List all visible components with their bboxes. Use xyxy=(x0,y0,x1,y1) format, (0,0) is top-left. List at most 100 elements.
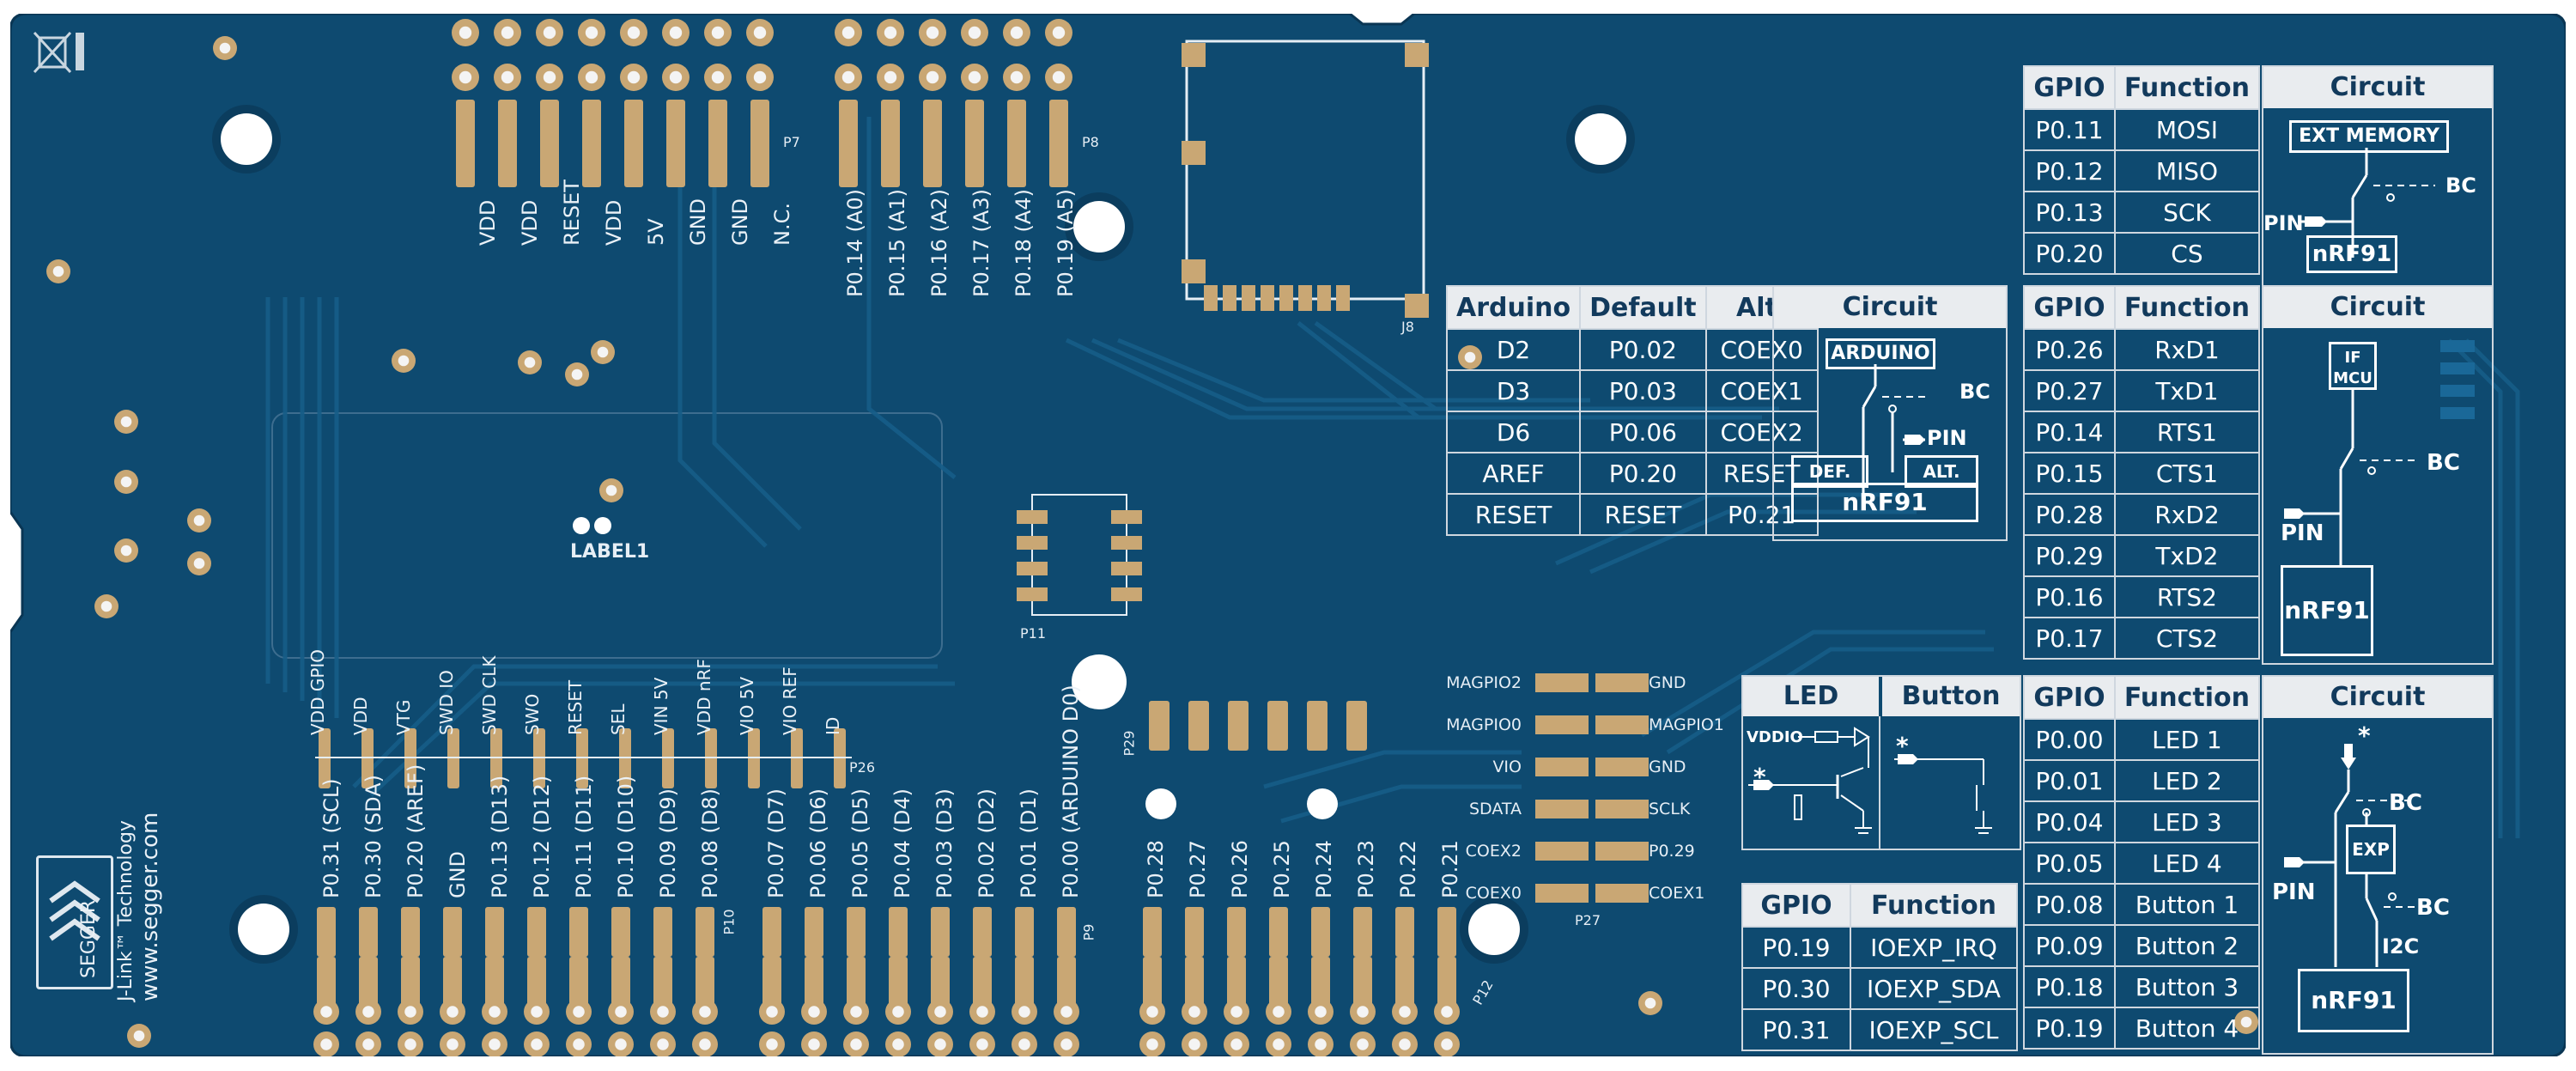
p9-smd xyxy=(1057,957,1076,1007)
p7-smd xyxy=(708,134,727,187)
p7-pin-hole xyxy=(543,26,556,40)
board-outline xyxy=(10,14,2566,1056)
p12-smd xyxy=(1395,907,1414,957)
pcb-trace xyxy=(677,117,768,548)
small-hole xyxy=(1145,788,1176,819)
p12-pin-hole xyxy=(1357,1006,1369,1018)
arduino-bc-label: BC xyxy=(1959,380,1990,404)
mounting-hole xyxy=(1073,201,1125,253)
p8-pin-label: P0.14 (A0) xyxy=(843,189,867,297)
spi-cell: P0.12 xyxy=(2023,149,2116,192)
p8-smd xyxy=(1049,134,1068,187)
p29-smd xyxy=(1149,701,1170,751)
p10-pin-label: GND xyxy=(446,850,470,898)
p9-pin-hole xyxy=(934,1038,946,1050)
p27-pad xyxy=(1535,800,1589,818)
arduino-cell: COEX0 xyxy=(1704,328,1819,371)
p9-pin-hole xyxy=(1060,1006,1072,1018)
pcb-trace xyxy=(1666,647,1994,755)
p9-pin-label: P0.07 (D7) xyxy=(764,788,788,898)
p26-pin-label: VTG xyxy=(393,699,414,735)
arduino-header-arduino: Arduino xyxy=(1445,285,1582,330)
p27-left-label: VIO xyxy=(1492,758,1522,776)
p12-smd xyxy=(1185,907,1204,957)
uart-function-header: Function xyxy=(2113,285,2261,330)
p10-smd xyxy=(317,957,336,1007)
p10-pin-label: P0.11 (D11) xyxy=(572,775,596,898)
led-circuit: Circuit * BC PIN EXP BC I2C nRF91 xyxy=(2262,675,2494,1055)
p12-smd xyxy=(1185,957,1204,1007)
p12-smd xyxy=(1227,957,1246,1007)
p26-pin-label: VDD GPIO xyxy=(307,648,328,735)
if-mcu-box: IF MCU xyxy=(2329,342,2377,390)
uart-pin-label: PIN xyxy=(2281,520,2324,546)
p12-pin-hole xyxy=(1146,1006,1158,1018)
p10-pin-hole xyxy=(320,1006,332,1018)
p12-pin-hole xyxy=(1230,1006,1242,1018)
p7-pin-hole xyxy=(669,26,683,40)
p7-pin-hole xyxy=(585,26,598,40)
led-vddio-label: VDDIO xyxy=(1747,728,1803,746)
leds-cell: Button 2 xyxy=(2113,924,2261,967)
p9-pin-hole xyxy=(808,1038,820,1050)
p27-pad xyxy=(1595,715,1649,734)
jlink-text: J-Link™ Technology xyxy=(115,820,137,1001)
p7-pin-hole xyxy=(753,26,767,40)
weee-bin-icon xyxy=(33,29,93,77)
p7-pin-label: 5V xyxy=(644,218,668,246)
p8-designator: P8 xyxy=(1082,134,1099,150)
p29-smd xyxy=(1307,701,1327,751)
spi-cell: SCK xyxy=(2113,191,2261,234)
p9-pin-label: P0.03 (D3) xyxy=(933,788,957,898)
uart-cell: P0.14 xyxy=(2023,411,2116,453)
arduino-cell: D6 xyxy=(1445,411,1582,453)
led-circuit-star: * xyxy=(2358,721,2371,750)
uart-cell: P0.15 xyxy=(2023,452,2116,495)
arduino-header-default: Default xyxy=(1579,285,1707,330)
p9-smd xyxy=(931,907,950,957)
leds-cell: P0.01 xyxy=(2023,759,2116,802)
uart-nrf91-box: nRF91 xyxy=(2281,565,2373,656)
p26-pin-label: VDD xyxy=(350,697,371,735)
p26-pin-label: SWD CLK xyxy=(479,655,500,735)
p26-pin-label: VDD nRF xyxy=(694,659,714,735)
arduino-cell: AREF xyxy=(1445,452,1582,495)
uart-cell: RxD2 xyxy=(2113,493,2261,536)
spi-nrf91-box: nRF91 xyxy=(2306,235,2397,273)
arduino-cell: P0.03 xyxy=(1579,369,1707,412)
mounting-hole xyxy=(1072,654,1127,709)
via-pad-hole xyxy=(193,514,205,526)
mounting-hole xyxy=(221,113,272,165)
p9-pin-hole xyxy=(1060,1038,1072,1050)
small-hole xyxy=(1307,788,1338,819)
p27-left-label: COEX2 xyxy=(1465,842,1522,861)
p7-smd xyxy=(666,134,685,187)
ioexp-gpio-header: GPIO xyxy=(1741,883,1851,928)
leds-cell: P0.00 xyxy=(2023,718,2116,761)
uart-cell: P0.29 xyxy=(2023,534,2116,577)
ioexp-cell: IOEXP_SDA xyxy=(1850,967,2018,1010)
uart-cell: CTS2 xyxy=(2113,617,2261,660)
p10-designator: P10 xyxy=(720,909,738,935)
p12-pin-hole xyxy=(1230,1038,1242,1050)
p7-pin-label: RESET xyxy=(560,180,584,246)
p9-smd xyxy=(847,907,866,957)
p12-pin-hole xyxy=(1399,1038,1411,1050)
p9-smd xyxy=(889,957,908,1007)
p7-smd xyxy=(624,134,643,187)
p9-smd xyxy=(762,957,781,1007)
spi-gpio-header: GPIO xyxy=(2023,65,2116,110)
p11-pad xyxy=(1111,510,1142,524)
p9-smd xyxy=(973,907,992,957)
p9-smd xyxy=(1015,907,1034,957)
arduino-box: ARDUINO xyxy=(1826,338,1935,369)
arduino-circuit: Circuit ARDUINO BC PIN DEF. ALT. nRF91 xyxy=(1772,285,2008,541)
